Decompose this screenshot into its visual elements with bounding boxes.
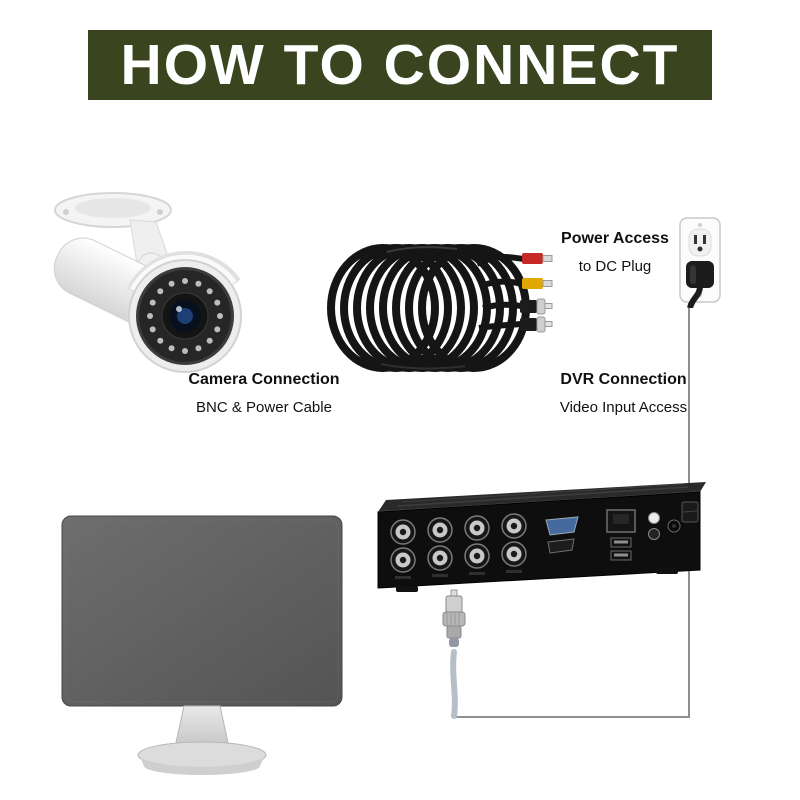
monitor-illustration [61, 515, 343, 775]
dvr-connection-label: DVR Connection Video Input Access [546, 371, 701, 416]
bnc-connector-icon [442, 589, 466, 647]
title-banner: HOW TO CONNECT [88, 30, 712, 100]
dvr-connection-heading: DVR Connection [560, 371, 687, 388]
bnc-plug-1 [520, 298, 553, 315]
power-connector-red [522, 253, 553, 264]
bnc-plug-2 [520, 316, 553, 333]
power-connector-yellow [522, 278, 553, 289]
wall-outlet-icon [679, 217, 721, 308]
dvr-connection-sub: Video Input Access [559, 398, 688, 416]
hdmi-port [547, 538, 575, 554]
vga-port [545, 516, 579, 536]
ethernet-port [606, 509, 636, 533]
rca-audio-port-2 [648, 528, 660, 540]
bnc-cable-line [450, 649, 458, 719]
dvr-recorder-illustration [377, 482, 706, 592]
bullet-camera-illustration [53, 192, 242, 373]
page-title: HOW TO CONNECT [120, 33, 680, 97]
power-routing-line [456, 303, 690, 718]
power-access-label: Power Access to DC Plug [550, 230, 680, 275]
monitor-screen [61, 515, 343, 707]
bnc-cable-coil-illustration [327, 244, 553, 372]
camera-connection-heading: Camera Connection [188, 371, 340, 388]
rca-audio-port [648, 512, 660, 524]
power-access-sub: to DC Plug [578, 257, 652, 275]
usb-ports [610, 537, 632, 561]
camera-connection-sub: BNC & Power Cable [196, 398, 332, 416]
ir-led-ring [147, 278, 223, 354]
plug-cord [687, 285, 703, 308]
camera-connection-label: Camera Connection BNC & Power Cable [149, 371, 379, 416]
power-access-heading: Power Access [561, 230, 669, 247]
bnc-input-ports [390, 513, 527, 579]
